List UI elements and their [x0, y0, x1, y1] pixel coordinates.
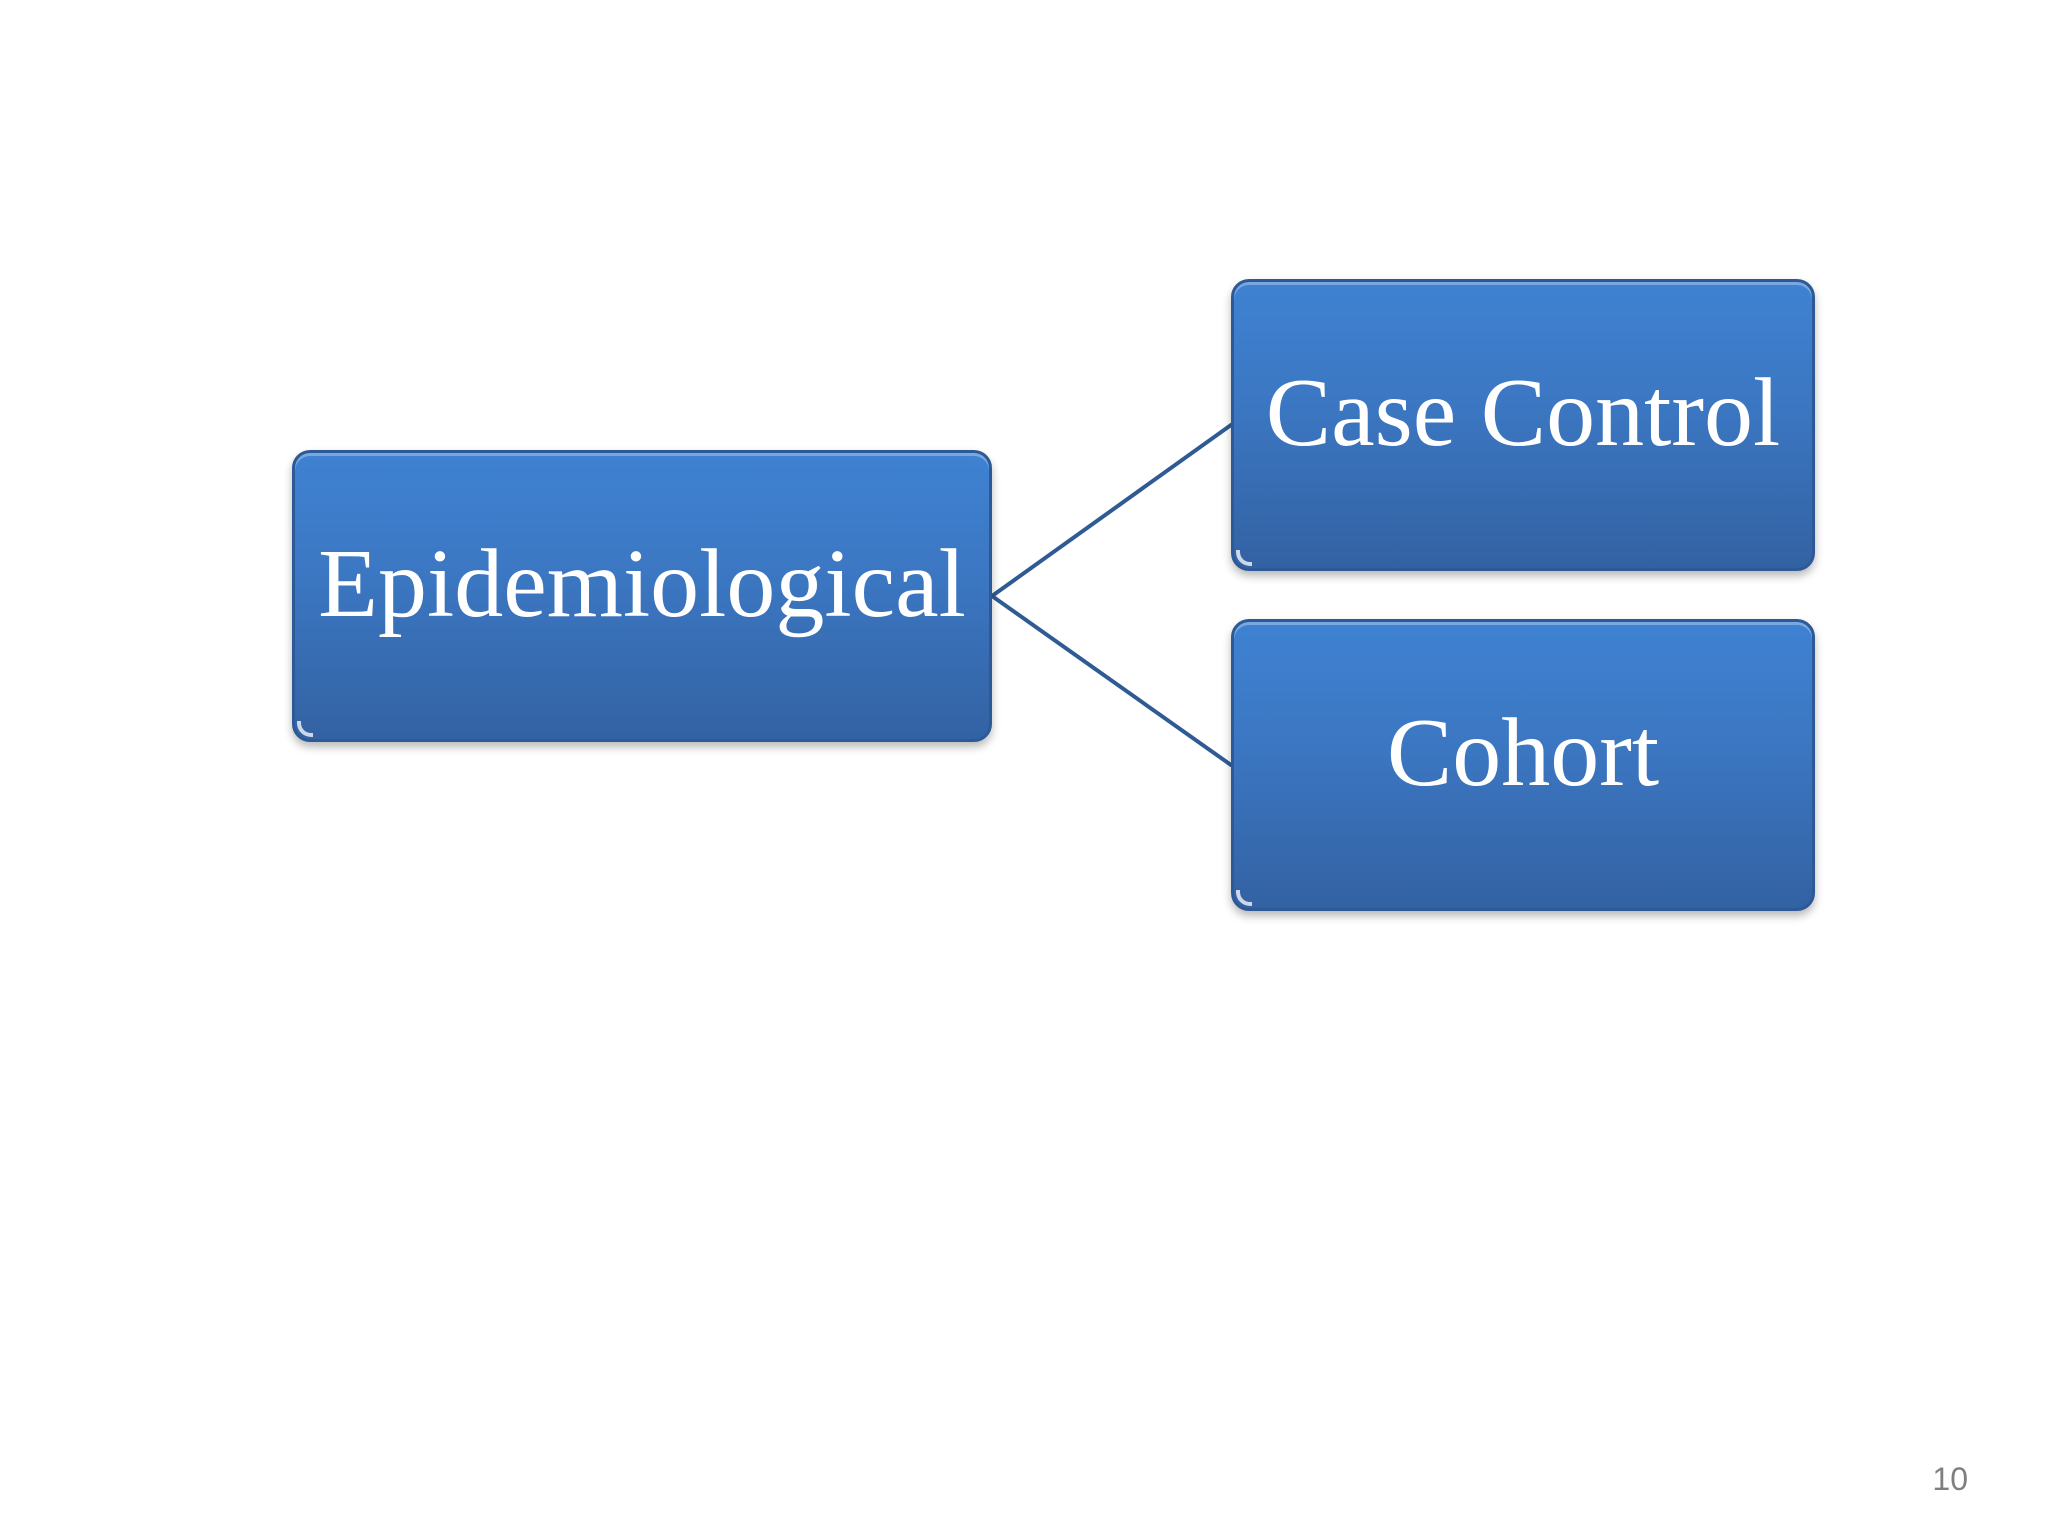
- node-case-control-label: Case Control: [1265, 359, 1781, 467]
- connector-root-to-case-control: [990, 423, 1233, 598]
- node-cohort-label: Cohort: [1386, 699, 1660, 807]
- connector-root-to-cohort: [990, 594, 1233, 767]
- page-number: 10: [1932, 1461, 1968, 1497]
- node-case-control: Case Control: [1231, 279, 1815, 571]
- node-epidemiological: Epidemiological: [292, 450, 992, 742]
- node-epidemiological-label: Epidemiological: [318, 530, 966, 638]
- node-cohort: Cohort: [1231, 619, 1815, 911]
